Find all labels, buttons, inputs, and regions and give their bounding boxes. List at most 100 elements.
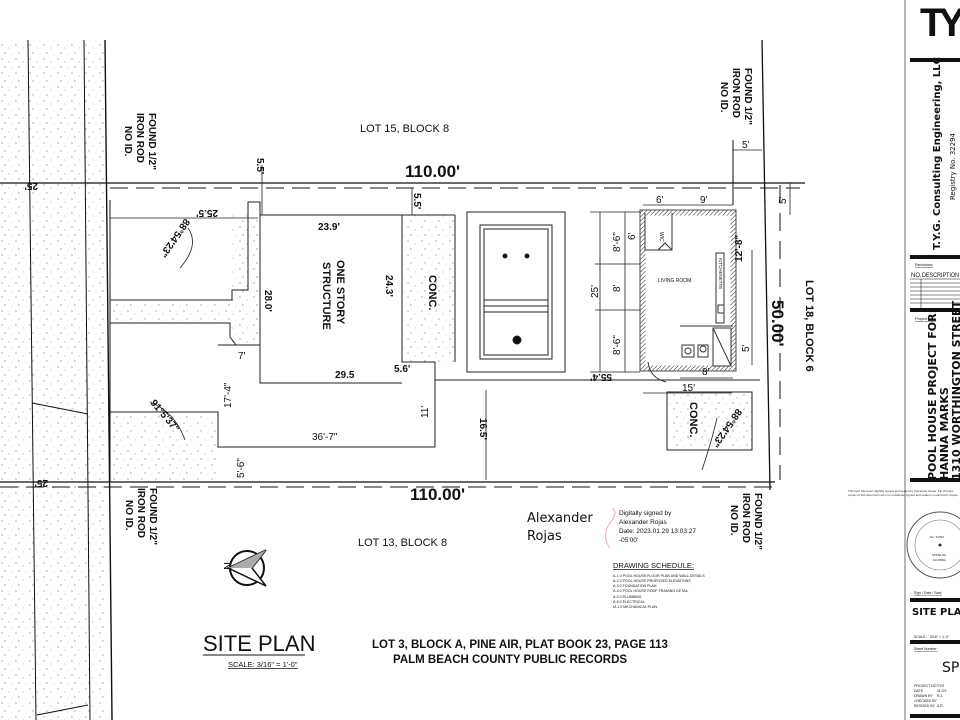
- dim-36-7: 36'-7": [312, 432, 338, 443]
- lot-south-label: LOT 13, BLOCK 8: [358, 537, 447, 549]
- concrete-pad: [666, 391, 753, 451]
- property-lines: [0, 39, 805, 491]
- dim-ph-5-top: 5': [742, 140, 750, 151]
- title-block-sign-label: Sign / Date / Seal:: [914, 591, 942, 595]
- signature-digital-1: Alexander Rojas: [619, 519, 667, 526]
- seal-note: This item has been digitally signed and …: [848, 490, 959, 497]
- labels-iron-rod-2: NO ID.: [728, 505, 739, 536]
- schedule-items-5: A-6.0 ELECTRICAL: [613, 600, 645, 604]
- dim-12-8: 12'-8": [734, 235, 745, 262]
- signature-name-0: Alexander: [527, 511, 593, 526]
- conc-label-2: CONC.: [687, 402, 699, 437]
- drawing-schedule: DRAWING SCHEDULE: A-1.0 POOL HOUSE FLOOR…: [613, 561, 705, 609]
- road-width-bottom: 25': [34, 477, 48, 488]
- title-block-info-values-0: TYG: [937, 684, 944, 688]
- kitchenette-label: KITCHENETTE: [718, 258, 723, 289]
- labels-iron-rod-1: IRON ROD: [740, 493, 751, 543]
- dim-23-9: 23.9': [318, 222, 340, 233]
- dim-25-5: 25.5': [196, 207, 218, 218]
- project-address: 1310 WORTHINGTON STREET: [950, 300, 960, 480]
- signature-digital-0: Digitally signed by: [619, 510, 672, 517]
- title-block-info-labels-1: DATE: [914, 689, 924, 693]
- dimension-lines: [110, 149, 791, 480]
- dim-ph-15: 15': [682, 383, 695, 394]
- dim-ph-25: 25': [590, 285, 601, 298]
- dim-24-3: 24.3': [383, 275, 394, 297]
- iron-rod-label-sw: FOUND 1/2" IRON ROD NO ID.: [123, 488, 158, 545]
- bottom-length: 110.00': [410, 485, 465, 504]
- labels-iron-rod-1: IRON ROD: [135, 488, 146, 538]
- schedule-items-0: A-1.0 POOL HOUSE FLOOR PLAN AND WALL DET…: [613, 574, 705, 578]
- dim-ph-8: 8': [612, 284, 623, 292]
- labels-iron-rod-2: NO ID.: [718, 82, 729, 113]
- title-block-scale-value: 3/16" = 1'-0": [930, 635, 950, 639]
- title-block-info-labels-3: CHECKED BY: [914, 699, 937, 703]
- title-block-info-labels-0: PROJECT NO.: [914, 684, 937, 688]
- legal-description-2: PALM BEACH COUNTY PUBLIC RECORDS: [393, 654, 627, 666]
- company-name: T.Y.G. Consulting Engineering, LLC: [932, 57, 943, 250]
- dim-ph-9: 9': [700, 195, 708, 206]
- title-block-seal-text-4: FLORIDA: [933, 558, 946, 562]
- client-name: HANNA MARKS: [938, 387, 951, 480]
- north-arrow-icon: N: [221, 549, 267, 587]
- sheet-number: SP: [942, 660, 959, 676]
- signature-digital-2: Date: 2023.01.29 13:03:27: [619, 528, 696, 535]
- title-block-info-labels-2: DRAWN BY: [914, 694, 933, 698]
- company-logo: TYG: [920, 1, 960, 45]
- dim-55-4: 55.4': [590, 371, 612, 382]
- schedule-items-1: A-2.0 POOL HOUSE PROPOSED ELEVATIONS: [613, 579, 691, 583]
- conc-label-1: CONC.: [426, 275, 438, 310]
- dim-5-5-a: 5.5': [254, 158, 265, 174]
- schedule-items-2: A-3.0 FOUNDATION PLAN: [613, 584, 657, 588]
- project-title: POOL HOUSE PROJECT FOR:: [926, 309, 939, 480]
- labels-iron-rod-0: FOUND 1/2": [742, 68, 753, 125]
- dim-5-6: 5.6': [394, 364, 410, 375]
- schedule-items-6: M-1.0 MECHANICAL PLAN: [613, 605, 657, 609]
- iron-rod-label-nw: FOUND 1/2" IRON ROD NO ID.: [122, 113, 157, 170]
- revision-no-header: NO.: [911, 273, 922, 279]
- title-block: TYG T.Y.G. Consulting Engineering, LLC R…: [848, 0, 960, 720]
- existing-structure: [110, 201, 760, 448]
- labels-iron-rod-2: NO ID.: [123, 500, 134, 531]
- signature-name-1: Rojas: [527, 529, 562, 544]
- dim-ph-8-bottom: 8': [702, 367, 710, 378]
- title-block-revisions-label: Revisions:: [915, 262, 933, 267]
- living-room-label: LIVING ROOM: [658, 278, 691, 284]
- iron-rod-label-ne: FOUND 1/2" IRON ROD NO ID.: [718, 68, 753, 125]
- labels-iron-rod-1: IRON ROD: [730, 68, 741, 118]
- iron-rod-label-se: FOUND 1/2" IRON ROD NO ID.: [728, 493, 763, 550]
- pool-house: [639, 209, 737, 383]
- pool: [466, 211, 566, 373]
- road-width-top: 25': [24, 180, 38, 191]
- title-block-info-labels-4: REVISED BY: [914, 704, 936, 708]
- dim-ph-8-6-a: 8'-6": [612, 232, 623, 252]
- dim-16-5: 16.5': [477, 418, 488, 440]
- dim-ph-5-side: 5': [778, 196, 789, 204]
- title-block-info-values-1: 11-XX: [937, 689, 947, 693]
- lot-east-label: LOT 18, BLOCK 6: [803, 280, 815, 372]
- dim-11: 11': [420, 406, 431, 418]
- dim-29-5: 29.5: [335, 370, 355, 381]
- labels-iron-rod-0: FOUND 1/2": [147, 488, 158, 545]
- side-length: 50.00': [768, 300, 787, 347]
- labels-iron-rod-0: FOUND 1/2": [752, 493, 763, 550]
- dim-28-0: 28.0': [262, 290, 273, 312]
- schedule-items-3: A-4.0 POOL HOUSE ROOF FRAMING DETAIL: [613, 589, 688, 593]
- dim-ph-6-wic: 6': [627, 232, 638, 240]
- title-block-seal-text-2: No. 72704: [930, 535, 944, 539]
- schedule-title: DRAWING SCHEDULE:: [613, 561, 694, 570]
- drawing-scale: SCALE: 3/16" = 1'-0": [228, 660, 298, 669]
- labels-iron-rod-0: FOUND 1/2": [146, 113, 157, 170]
- title-block-project-info-label: Project Info:: [915, 316, 936, 321]
- lot-north-label: LOT 15, BLOCK 8: [360, 123, 449, 135]
- dim-ph-6: 6': [656, 195, 664, 206]
- schedule-items-4: A-5.0 PLUMBING: [613, 595, 642, 599]
- dim-17-4: 17'-4": [223, 382, 234, 408]
- structure-label: ONE STORY STRUCTURE: [320, 260, 346, 330]
- signature-block: Alexander Rojas Digitally signed by Alex…: [527, 507, 696, 549]
- north-arrow: N: [221, 562, 233, 570]
- dim-ph-8-6-b: 8'-6": [612, 335, 623, 355]
- dim-ph-5-bath: 5': [741, 344, 752, 352]
- revision-description-header: DESCRIPTION: [922, 273, 959, 279]
